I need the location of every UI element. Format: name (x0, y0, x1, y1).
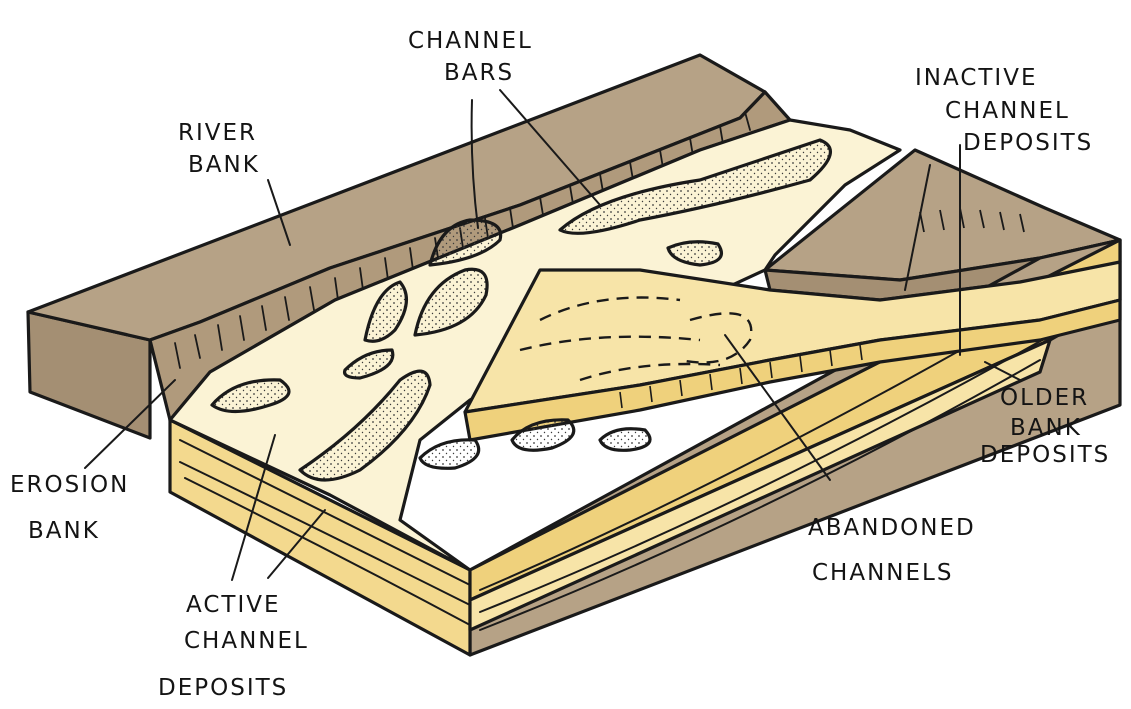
label-older-bank-2: BANK (1010, 415, 1082, 441)
label-active-2: CHANNEL (184, 628, 309, 654)
label-abandoned-1: ABANDONED (808, 515, 976, 541)
label-older-bank-3: DEPOSITS (980, 442, 1110, 468)
label-river-bank-1: RIVER (178, 120, 257, 146)
label-inactive-2: CHANNEL (945, 98, 1070, 124)
channel-bar (420, 440, 479, 468)
label-inactive-1: INACTIVE (915, 65, 1037, 91)
label-inactive-3: DEPOSITS (963, 130, 1093, 156)
label-active-1: ACTIVE (186, 592, 281, 618)
label-channel-bars-2: BARS (444, 60, 514, 86)
label-active-3: DEPOSITS (158, 675, 288, 701)
label-channel-bars-1: CHANNEL (408, 28, 533, 54)
label-abandoned-2: CHANNELS (812, 560, 953, 586)
label-erosion-bank-2: BANK (28, 518, 100, 544)
channel-bar (600, 429, 650, 451)
label-older-bank-1: OLDER (1000, 385, 1089, 411)
label-erosion-bank-1: EROSION (10, 472, 129, 498)
label-river-bank-2: BANK (188, 152, 260, 178)
